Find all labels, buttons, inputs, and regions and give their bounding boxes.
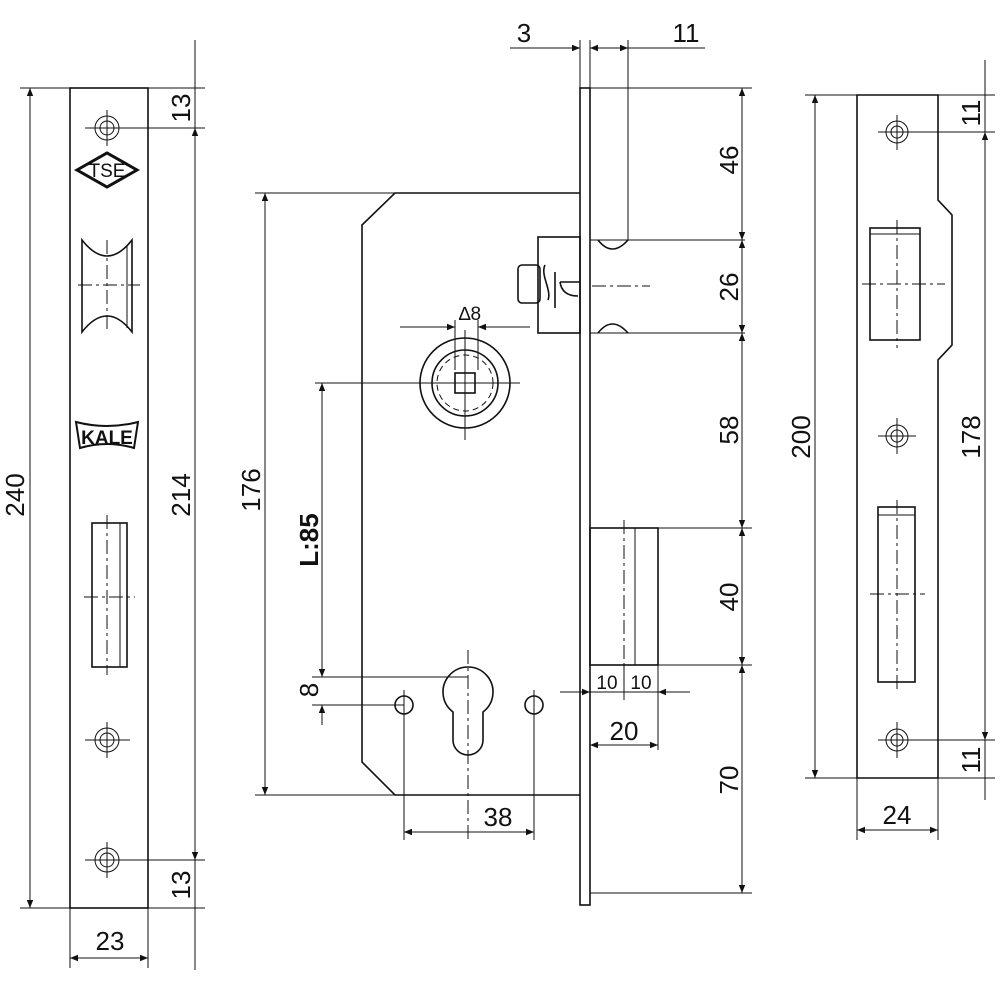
screw-hole (878, 115, 995, 150)
svg-text:TSE: TSE (89, 161, 126, 182)
dim-segment: 40 (714, 583, 744, 612)
bolt-cutout (84, 515, 135, 675)
dim-latch-offset: 11 (673, 18, 700, 48)
kale-logo: KALE (74, 420, 140, 450)
lock-body-view: ∆8 176 L:85 8 38 10 10 20 3 11 46 26 58 … (236, 18, 752, 906)
cylinder-hole (442, 650, 494, 840)
dim-strike-top: 11 (956, 100, 986, 127)
dim-body-height: 176 (236, 468, 266, 511)
latch-bolt (517, 236, 745, 334)
dim-bolt-half: 10 (596, 673, 617, 694)
dim-spindle: ∆8 (459, 304, 481, 325)
dim-width: 23 (96, 926, 125, 956)
strike-plate-outline (856, 94, 953, 779)
dim-spacing: 214 (166, 473, 196, 516)
dim-backset: L:85 (294, 513, 324, 566)
dim-segment: 70 (714, 766, 744, 795)
screw-hole (85, 842, 205, 878)
screw-hole (878, 722, 995, 758)
bolt-opening (870, 500, 925, 690)
dim-strike-bottom: 11 (956, 747, 986, 774)
lock-case (361, 192, 580, 796)
dim-cylinder-offset: 8 (294, 683, 324, 697)
tse-logo: TSE (73, 151, 141, 189)
screw-hole (85, 110, 205, 146)
strike-plate-view: 200 11 178 11 24 (786, 60, 995, 840)
faceplate-view: TSE KALE 240 13 214 13 23 (0, 40, 205, 970)
dim-strike-height: 200 (786, 415, 816, 458)
dim-bolt-half: 10 (630, 673, 651, 694)
latch-opening (862, 220, 945, 348)
dim-strike-spacing: 178 (956, 415, 986, 458)
svg-text:KALE: KALE (81, 428, 133, 449)
dim-segment: 26 (714, 273, 744, 302)
dim-forend-thickness: 3 (517, 18, 531, 48)
faceplate-outline (69, 87, 149, 909)
dim-segment: 58 (714, 416, 744, 445)
spindle-follower (315, 320, 520, 440)
dim-bottom: 13 (166, 871, 196, 900)
dim-screw-spacing: 38 (484, 802, 513, 832)
dim-top: 13 (166, 94, 196, 123)
forend (579, 87, 591, 906)
dim-strike-width: 24 (883, 800, 912, 830)
screw-hole (878, 418, 916, 454)
latch-cutout (78, 237, 140, 335)
dim-bolt-width: 20 (610, 716, 639, 746)
screw-hole (85, 722, 130, 758)
dim-segment: 46 (714, 146, 744, 175)
dim-height: 240 (0, 473, 30, 516)
